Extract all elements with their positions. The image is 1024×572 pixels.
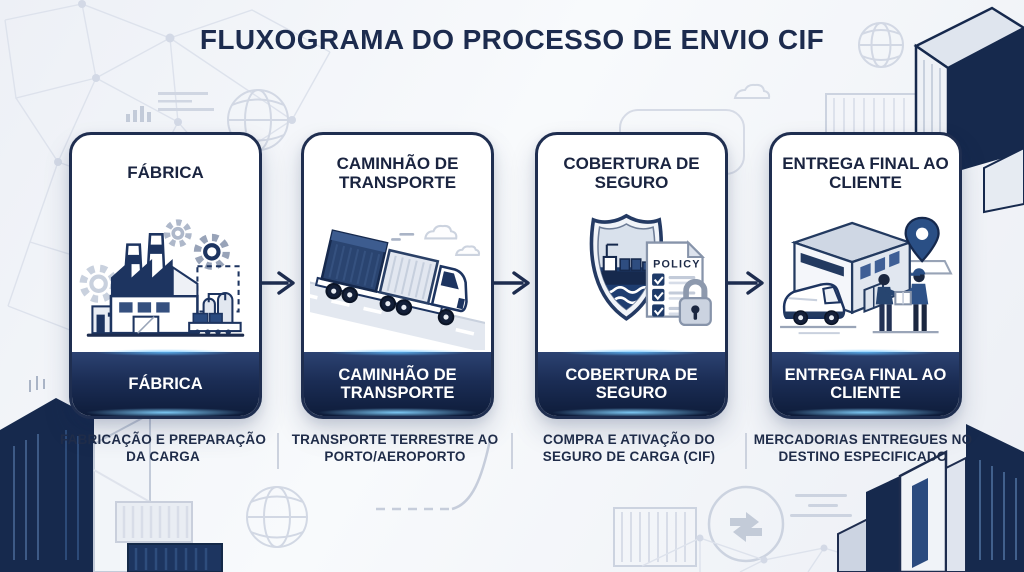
- step-card-caminhao: CAMINHÃO DE TRANSPORTE: [301, 132, 494, 419]
- step-banner: ENTREGA FINAL AO CLIENTE: [772, 349, 959, 416]
- caption-divider: [277, 433, 279, 469]
- building-graphic: [0, 376, 151, 572]
- step-banner: COBERTURA DE SEGURO: [538, 349, 725, 416]
- globe-icon: [858, 22, 904, 68]
- step-title: COBERTURA DE SEGURO: [563, 153, 700, 192]
- container-graphic: [115, 501, 223, 572]
- step-title: CAMINHÃO DE TRANSPORTE: [336, 153, 459, 192]
- caption-divider: [511, 433, 513, 469]
- caption-divider: [745, 433, 747, 469]
- step-caption: TRANSPORTE TERRESTRE AO PORTO/AEROPORTO: [291, 432, 499, 465]
- step-banner: CAMINHÃO DE TRANSPORTE: [304, 349, 491, 416]
- cloud-icon: [733, 83, 771, 99]
- speed-lines: [790, 494, 852, 517]
- step-title: FÁBRICA: [127, 163, 204, 183]
- step-card-entrega: ENTREGA FINAL AO CLIENTE: [769, 132, 962, 419]
- delivery-icon: [780, 216, 953, 335]
- refresh-icon: [707, 485, 785, 563]
- transport-truck-icon: [310, 224, 485, 350]
- globe-icon: [246, 486, 308, 548]
- bar-chart-icon: [126, 92, 214, 122]
- building-graphic: [837, 424, 1024, 572]
- step-title: ENTREGA FINAL AO CLIENTE: [782, 153, 949, 192]
- padlock-icon: [678, 278, 712, 327]
- step-caption: COMPRA E ATIVAÇÃO DO SEGURO DE CARGA (CI…: [542, 432, 716, 465]
- container-graphic: [613, 507, 697, 567]
- step-banner: FÁBRICA: [72, 349, 259, 416]
- page-title: FLUXOGRAMA DO PROCESSO DE ENVIO CIF: [199, 24, 825, 55]
- step-card-fabrica: FÁBRICA: [69, 132, 262, 419]
- insurance-shield-icon: POLICY: [589, 213, 712, 327]
- dashed-flow-line: [376, 439, 492, 511]
- step-card-seguro: COBERTURA DE SEGURO: [535, 132, 728, 419]
- people-handoff: [872, 268, 939, 334]
- delivery-van-icon: [780, 282, 857, 335]
- step-caption: FABRICAÇÃO E PREPARAÇÃO DA CARGA: [59, 432, 267, 465]
- factory-icon: [79, 219, 245, 337]
- location-pin-icon: [904, 216, 940, 263]
- step-caption: MERCADORIAS ENTREGUES NO DESTINO ESPECIF…: [753, 432, 973, 465]
- flow-arrow: [488, 271, 530, 295]
- policy-label: POLICY: [653, 258, 701, 270]
- flow-arrow: [722, 271, 764, 295]
